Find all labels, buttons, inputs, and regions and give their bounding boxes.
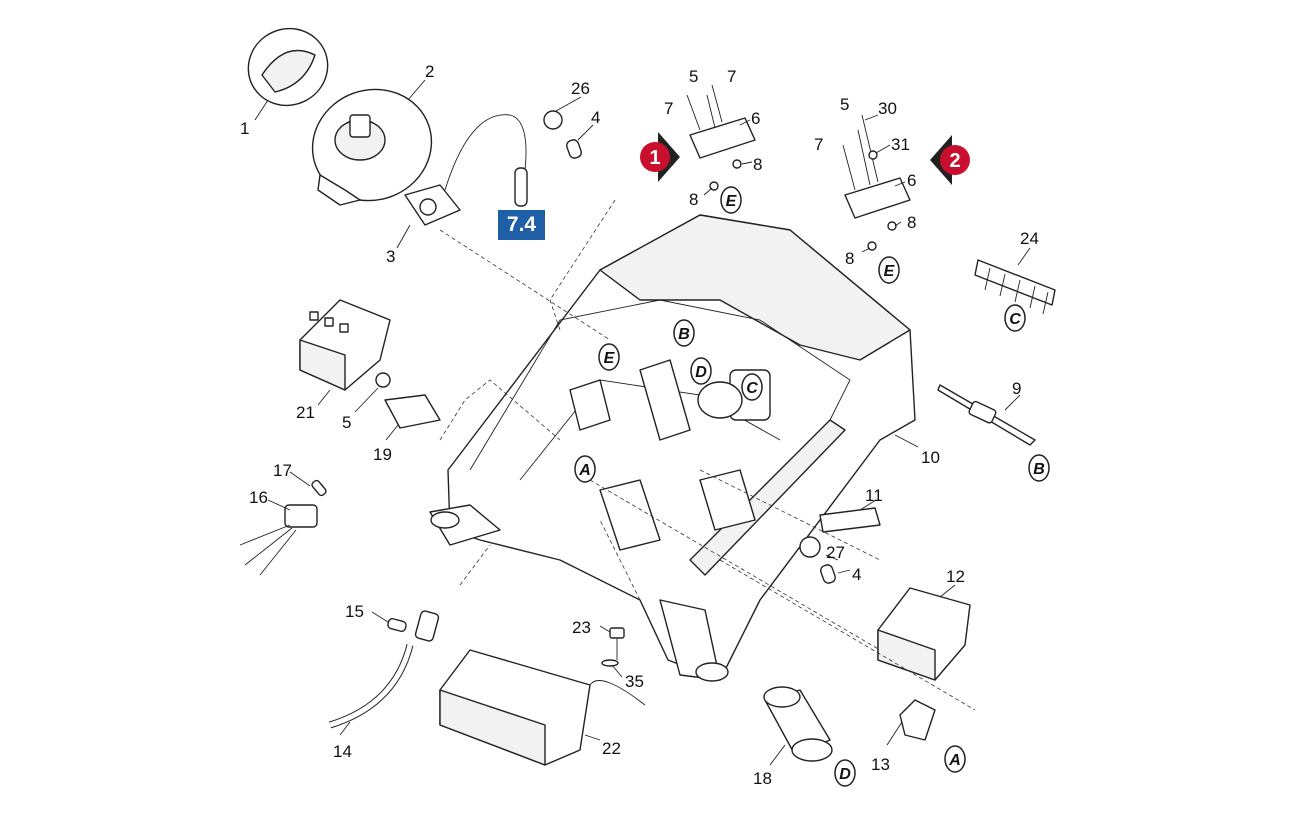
- part-label: 30: [878, 99, 897, 118]
- part-label: 11: [865, 486, 883, 505]
- part-label: 7: [727, 67, 736, 86]
- part-label: 6: [907, 171, 916, 190]
- part-number-labels: 1 2 3 26 4 5 7 7 6 8 8 5 30 7 31 6 8 8 2…: [240, 62, 1039, 788]
- capacitor-18: [763, 686, 833, 762]
- label-leaders: [254, 79, 1031, 766]
- connection-marker-d: D: [690, 357, 712, 385]
- transformer-22: [439, 649, 646, 766]
- variant-badge-1: 1: [640, 132, 680, 182]
- part-label: 8: [689, 190, 698, 209]
- part-label: 4: [591, 108, 600, 127]
- part-label: 27: [826, 543, 845, 562]
- svg-text:C: C: [1009, 311, 1021, 328]
- part-label: 31: [891, 135, 910, 154]
- connection-marker-b: B: [1028, 454, 1050, 482]
- connection-marker-e: E: [598, 343, 620, 371]
- thermostat-3: [404, 114, 528, 226]
- svg-text:C: C: [746, 380, 758, 397]
- screw-23: [601, 627, 625, 667]
- part-label: 24: [1020, 229, 1039, 248]
- part-label: 7: [814, 135, 823, 154]
- connection-markers: E E E C C B B D D A A: [574, 186, 1050, 787]
- part-label: 26: [571, 79, 590, 98]
- part-label: 15: [345, 602, 364, 621]
- svg-text:2: 2: [949, 150, 960, 172]
- svg-text:E: E: [884, 263, 896, 280]
- part-label: 16: [249, 488, 268, 507]
- part-label: 21: [296, 403, 315, 422]
- svg-text:A: A: [578, 462, 591, 479]
- part-label: 5: [840, 95, 849, 114]
- switch-13: [899, 699, 936, 741]
- part-label: 17: [273, 461, 292, 480]
- part-label: 5: [342, 413, 351, 432]
- bracket-19: [375, 372, 441, 429]
- part-label: 14: [333, 742, 352, 761]
- assembly-line: [719, 559, 976, 711]
- connection-marker-b: B: [673, 319, 695, 347]
- lamp-holder-26: [543, 110, 583, 159]
- variant-badge-2: 2: [930, 135, 970, 185]
- connection-marker-c: C: [1004, 304, 1026, 332]
- terminal-11: [819, 507, 881, 533]
- terminal-block-variant-1: [686, 84, 756, 191]
- part-label: 19: [373, 445, 392, 464]
- part-label: 4: [852, 565, 861, 584]
- svg-text:D: D: [839, 766, 851, 783]
- front-plate-2: [311, 88, 433, 206]
- svg-text:B: B: [678, 326, 690, 343]
- terminal-strip-24: [974, 259, 1056, 315]
- svg-text:E: E: [604, 350, 616, 367]
- part-label: 7: [664, 99, 673, 118]
- part-label: 1: [240, 119, 249, 138]
- power-cable-14: [328, 610, 440, 729]
- connection-marker-a: A: [944, 745, 966, 773]
- svg-text:D: D: [695, 364, 707, 381]
- part-label: 8: [907, 213, 916, 232]
- part-label: 10: [921, 448, 940, 467]
- lamp-27: [799, 536, 837, 584]
- section-reference-link[interactable]: 7.4: [498, 210, 545, 240]
- assembly-line: [549, 199, 616, 331]
- assembly-line: [599, 519, 641, 601]
- part-label: 6: [751, 109, 760, 128]
- part-label: 22: [602, 739, 621, 758]
- connection-marker-e: E: [878, 256, 900, 284]
- part-label: 5: [689, 67, 698, 86]
- heating-element-9: [937, 384, 1036, 446]
- part-label: 9: [1012, 379, 1021, 398]
- part-label: 13: [871, 755, 890, 774]
- part-label: 8: [845, 249, 854, 268]
- part-label: 23: [572, 618, 591, 637]
- svg-text:E: E: [726, 193, 738, 210]
- filter-16: [239, 479, 327, 576]
- assembly-line: [439, 379, 561, 441]
- assembly-line: [459, 544, 491, 586]
- part-label: 12: [946, 567, 965, 586]
- svg-text:1: 1: [649, 147, 660, 169]
- part-label: 35: [625, 672, 644, 691]
- knob-1: [247, 27, 329, 107]
- contactor-21: [299, 299, 391, 391]
- connection-marker-d: D: [834, 759, 856, 787]
- part-label: 18: [753, 769, 772, 788]
- connection-marker-a: A: [574, 455, 596, 483]
- assembly-line: [699, 469, 881, 561]
- part-label: 3: [386, 247, 395, 266]
- connection-marker-c: C: [741, 373, 763, 401]
- assembly-line: [589, 479, 881, 651]
- part-label: 2: [425, 62, 434, 81]
- housing-10: [429, 214, 916, 682]
- relay-12: [877, 587, 971, 681]
- svg-text:B: B: [1033, 461, 1045, 478]
- terminal-block-variant-2: [842, 114, 911, 251]
- assembly-line: [439, 229, 611, 341]
- connection-marker-e: E: [720, 186, 742, 214]
- part-label: 8: [753, 155, 762, 174]
- svg-text:A: A: [948, 752, 961, 769]
